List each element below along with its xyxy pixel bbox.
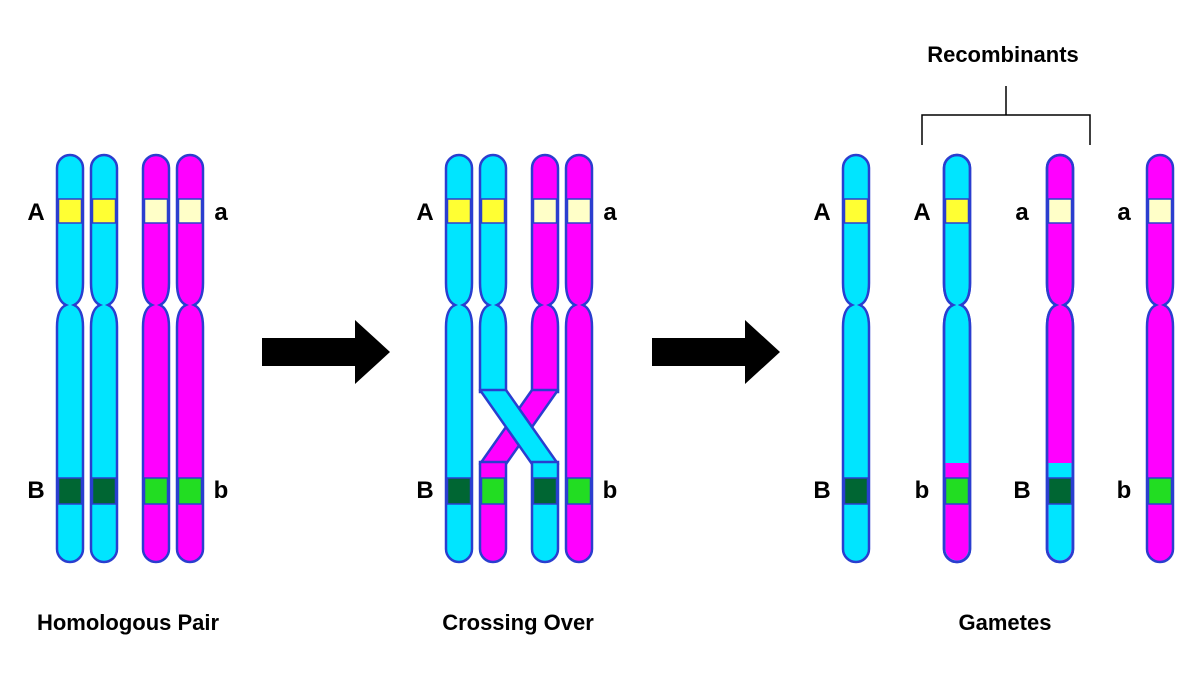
- gamete1-bottom-label: B: [813, 477, 830, 504]
- gamete-chromosome-2-outline: [942, 153, 972, 564]
- chromatid-maternal-bottom-band: [446, 477, 472, 505]
- allele-label-a: a: [214, 199, 228, 226]
- allele-label-B: B: [27, 477, 44, 504]
- gamete-chromosome-2-recombined-tip: [945, 546, 969, 561]
- gamete2-bottom-label: b: [915, 477, 930, 504]
- chromatid-paternal-inner-top-band: [532, 198, 558, 224]
- chromatid-maternal-bottom-band: [57, 477, 83, 505]
- gamete-chromosome-4: [1145, 153, 1175, 564]
- caption-homologous-pair: Homologous Pair: [37, 610, 220, 635]
- gamete3-top-label: a: [1015, 199, 1029, 226]
- gamete-chromosome-1-top-band: [843, 198, 869, 224]
- gamete-chromosome-3-bottom-band: [1047, 477, 1073, 505]
- chromatid-paternal-bottom-band: [177, 477, 203, 505]
- gamete2-top-label: A: [913, 199, 930, 226]
- chromatid-paternal-top-band: [566, 198, 592, 224]
- allele-label-B: B: [416, 477, 433, 504]
- allele-label-b: b: [603, 477, 618, 504]
- gamete-chromosome-2-top-band: [944, 198, 970, 224]
- chromosome-layer: [55, 153, 1175, 564]
- chromatid-inner-lower: [478, 460, 508, 564]
- gamete3-bottom-label: B: [1013, 477, 1030, 504]
- chromatid-inner-lower-bottom-band: [532, 477, 558, 505]
- chromatid-paternal-top-band: [177, 198, 203, 224]
- arrow-icon: [652, 320, 780, 384]
- chromatid-maternal-top-band: [57, 198, 83, 224]
- chromatid-maternal: [89, 153, 119, 564]
- recombinants-bracket: [921, 86, 1091, 145]
- arrow-icon: [262, 320, 390, 384]
- gamete-chromosome-4-bottom-band: [1147, 477, 1173, 505]
- caption-gametes: Gametes: [959, 610, 1052, 635]
- allele-label-A: A: [416, 199, 433, 226]
- chromatid-paternal: [564, 153, 594, 564]
- gamete-chromosome-1: [841, 153, 871, 564]
- chromatid-paternal-top-band: [143, 198, 169, 224]
- chromatid-maternal-top-band: [91, 198, 117, 224]
- gamete4-top-label: a: [1117, 199, 1131, 226]
- gamete-chromosome-1-bottom-band: [843, 477, 869, 505]
- chromatid-maternal-inner: [478, 153, 508, 394]
- chromatid-paternal-bottom-band: [143, 477, 169, 505]
- chromatid-paternal: [175, 153, 205, 564]
- chromatid-maternal-inner-top-band: [480, 198, 506, 224]
- chromatid-paternal-bottom-band: [566, 477, 592, 505]
- chromatid-maternal-bottom-band: [91, 477, 117, 505]
- chromatid-inner-lower: [530, 460, 560, 564]
- chromatid-maternal: [55, 153, 85, 564]
- gamete-chromosome-3-recombined-tip: [1048, 546, 1072, 561]
- caption-crossing-over: Crossing Over: [442, 610, 594, 635]
- gamete-chromosome-4-top-band: [1147, 198, 1173, 224]
- gamete1-top-label: A: [813, 199, 830, 226]
- gamete-chromosome-3-top-band: [1047, 198, 1073, 224]
- gamete-chromosome-3-outline: [1045, 153, 1075, 564]
- allele-label-A: A: [27, 199, 44, 226]
- gamete-chromosome-2-bottom-band: [944, 477, 970, 505]
- chromatid-maternal-top-band: [446, 198, 472, 224]
- recombinants-label: Recombinants: [927, 42, 1079, 67]
- gamete4-bottom-label: b: [1117, 477, 1132, 504]
- chromatid-maternal: [444, 153, 474, 564]
- chromatid-paternal: [141, 153, 171, 564]
- chromatid-inner-lower-bottom-band: [480, 477, 506, 505]
- allele-label-b: b: [214, 477, 229, 504]
- allele-label-a: a: [603, 199, 617, 226]
- chromatid-paternal-inner: [530, 153, 560, 394]
